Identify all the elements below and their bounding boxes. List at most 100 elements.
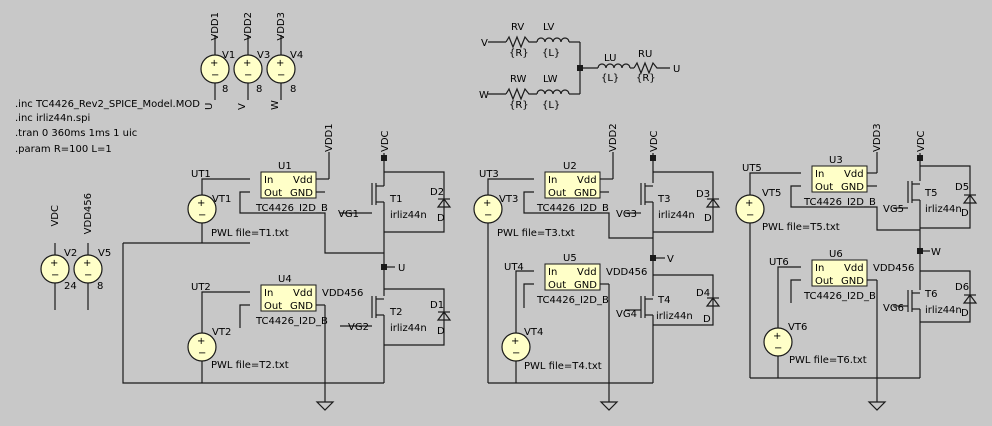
vdc-net-2: VDC xyxy=(649,130,660,152)
half-bridge-v: In Vdd Out GND U2 TC4426_I2D_B In Vdd Ou… xyxy=(473,123,721,411)
vt4-value: PWL file=T4.txt xyxy=(524,361,602,372)
vt6-net: UT6 xyxy=(769,257,789,268)
pwm-vt2[interactable]: +− UT2 VT2 PWL file=T2.txt xyxy=(187,282,289,371)
supply-v2[interactable]: +− VDC V2 24 xyxy=(40,205,77,310)
mosfet-t6[interactable]: T6 irliz44n VG6 xyxy=(883,289,962,378)
rw-value: {R} xyxy=(509,100,529,111)
driver-u3[interactable]: In Vdd Out GND U3 TC4426_I2D_B xyxy=(803,155,876,208)
lv-name: LV xyxy=(543,22,554,33)
t1-gate: VG1 xyxy=(338,209,359,220)
supply-v1[interactable]: +− VDD1 V1 8 U xyxy=(200,12,235,110)
pwm-vt5[interactable]: +− UT5 VT5 PWL file=T5.txt xyxy=(735,163,840,233)
svg-text:GND: GND xyxy=(574,280,597,291)
t5-name: T5 xyxy=(924,188,937,199)
u5-name: U5 xyxy=(563,253,577,264)
t6-model: irliz44n xyxy=(925,305,962,316)
vt6-value: PWL file=T6.txt xyxy=(789,355,867,366)
driver-u6[interactable]: In Vdd Out GND U6 TC4426_I2D_B VDD456 xyxy=(803,249,914,302)
u1-vdd-net: VDD1 xyxy=(324,123,335,152)
diode-d4[interactable]: D4 D xyxy=(696,288,721,325)
t6-gate: VG6 xyxy=(883,303,904,314)
lu-value: {L} xyxy=(601,73,619,84)
supply-v3[interactable]: +− VDD2 V3 8 V xyxy=(233,12,270,110)
vt2-value: PWL file=T2.txt xyxy=(211,360,289,371)
supply-v5[interactable]: +− VDD456 V5 8 xyxy=(73,193,111,310)
svg-text:GND: GND xyxy=(290,301,313,312)
half-bridge-u: In Vdd Out GND U1 TC4426_I2D_B In Vdd Ou… xyxy=(122,123,452,411)
pwm-vt3[interactable]: +− UT3 VT3 PWL file=T3.txt xyxy=(473,169,575,239)
svg-text:+: + xyxy=(483,198,491,209)
v2-name: V2 xyxy=(64,248,77,259)
d6-name: D6 xyxy=(955,282,969,293)
d1-model: D xyxy=(437,326,445,337)
d4-name: D4 xyxy=(696,288,710,299)
driver-u5[interactable]: In Vdd Out GND U5 TC4426_I2D_B VDD456 xyxy=(536,253,647,306)
svg-text:+: + xyxy=(50,258,58,269)
lv-value: {L} xyxy=(542,48,560,59)
svg-text:−: − xyxy=(746,210,754,221)
svg-text:In: In xyxy=(815,263,824,274)
pwm-vt6[interactable]: +− UT6 VT6 PWL file=T6.txt xyxy=(763,257,867,366)
mosfet-t4[interactable]: T4 irliz44n VG4 xyxy=(616,295,693,383)
net-u: U xyxy=(398,263,405,274)
driver-u4[interactable]: In Vdd Out GND U4 TC4426_I2D_B VDD456 xyxy=(255,274,363,327)
d3-model: D xyxy=(704,213,712,224)
svg-text:GND: GND xyxy=(574,188,597,199)
mosfet-t2[interactable]: T2 irliz44n VG2 xyxy=(340,253,427,383)
v1-name: V1 xyxy=(222,50,235,61)
diode-d6[interactable]: D6 D xyxy=(955,282,978,319)
t2-model: irliz44n xyxy=(390,323,427,334)
net-v: V xyxy=(667,254,674,265)
diode-d5[interactable]: D5 D xyxy=(955,182,978,219)
mosfet-t1[interactable]: T1 irliz44n VG1 xyxy=(338,153,427,253)
v1-value: 8 xyxy=(222,84,228,95)
svg-text:+: + xyxy=(197,336,205,347)
u1-model: TC4426_I2D_B xyxy=(255,203,328,214)
t3-gate: VG3 xyxy=(616,209,637,220)
driver-u1[interactable]: In Vdd Out GND U1 TC4426_I2D_B xyxy=(255,161,328,214)
svg-text:Vdd: Vdd xyxy=(844,263,864,274)
load-network[interactable]: V RV {R} LV {L} W RW {R} LW {L} LU {L} R… xyxy=(479,22,680,111)
diode-d1[interactable]: D1 D xyxy=(430,300,452,337)
supply-v4[interactable]: +− VDD3 V4 8 W xyxy=(266,12,303,110)
u4-name: U4 xyxy=(278,274,292,285)
t5-model: irliz44n xyxy=(925,204,962,215)
directive-3: .tran 0 360ms 1ms 1 uic xyxy=(15,128,137,139)
vt5-name: VT5 xyxy=(762,188,781,199)
v2-value: 24 xyxy=(64,281,77,292)
svg-text:Vdd: Vdd xyxy=(293,175,313,186)
half-bridge-w: In Vdd Out GND U3 TC4426_I2D_B In Vdd Ou… xyxy=(735,123,978,411)
u2-model: TC4426_I2D_B xyxy=(536,203,609,214)
svg-text:Vdd: Vdd xyxy=(577,175,597,186)
t3-model: irliz44n xyxy=(658,210,695,221)
svg-text:−: − xyxy=(484,210,492,221)
mosfet-t3[interactable]: T3 irliz44n VG3 xyxy=(616,153,695,296)
svg-text:+: + xyxy=(83,258,91,269)
vt4-name: VT4 xyxy=(524,327,543,338)
driver-u2[interactable]: In Vdd Out GND U2 TC4426_I2D_B xyxy=(536,161,609,214)
svg-text:GND: GND xyxy=(841,276,864,287)
mosfet-t5[interactable]: T5 irliz44n VG5 xyxy=(883,153,962,290)
pwm-vt4[interactable]: +− UT4 VT4 PWL file=T4.txt xyxy=(501,262,602,372)
d2-name: D2 xyxy=(430,187,444,198)
t3-name: T3 xyxy=(657,194,670,205)
svg-text:Vdd: Vdd xyxy=(844,169,864,180)
d5-name: D5 xyxy=(955,182,969,193)
vt2-net: UT2 xyxy=(191,282,211,293)
diode-d2[interactable]: D2 D xyxy=(430,187,452,224)
lu-name: LU xyxy=(604,53,616,64)
vt3-name: VT3 xyxy=(499,194,518,205)
rv-name: RV xyxy=(511,22,524,33)
spice-directives[interactable]: .inc TC4426_Rev2_SPICE_Model.MOD .inc ir… xyxy=(15,99,200,155)
pwm-vt1[interactable]: +− UT1 VT1 PWL file=T1.txt xyxy=(187,169,289,239)
diode-d3[interactable]: D3 D xyxy=(696,189,721,224)
u6-vdd-net: VDD456 xyxy=(873,263,914,274)
svg-text:In: In xyxy=(264,175,273,186)
t4-model: irliz44n xyxy=(656,311,693,322)
svg-text:−: − xyxy=(198,348,206,359)
t1-name: T1 xyxy=(389,194,402,205)
svg-text:Out: Out xyxy=(815,182,833,193)
d4-model: D xyxy=(703,314,711,325)
directive-2: .inc irliz44n.spi xyxy=(15,113,90,124)
svg-text:Vdd: Vdd xyxy=(577,267,597,278)
